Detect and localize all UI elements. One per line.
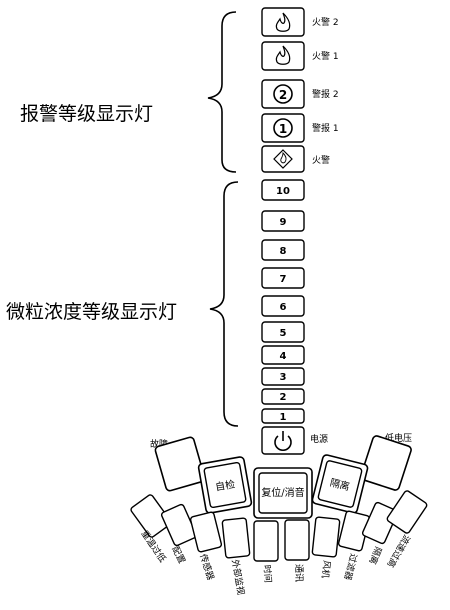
power-icon: [274, 431, 292, 451]
alarm-group-brace: [207, 11, 237, 173]
particle-level-number: 6: [280, 302, 287, 313]
circled-2-glyph: 2: [279, 88, 287, 102]
particle-level-light-1: 1: [261, 408, 305, 424]
alarm-light-label: 火警 1: [312, 50, 339, 62]
circled-2-icon: [273, 84, 293, 104]
bottom-indicator-7: [311, 516, 341, 558]
bottom-label-3: 传感器: [197, 552, 217, 581]
particle-level-light-4: 4: [261, 345, 305, 365]
particle-level-light-5: 5: [261, 321, 305, 343]
power-label: 电源: [310, 433, 328, 445]
bottom-label-4: 外部监视: [229, 558, 247, 596]
flame-icon: [275, 12, 291, 32]
alarm-light-label: 警报 1: [312, 122, 339, 134]
bottom-label-6: 通讯: [293, 564, 304, 582]
particle-level-number: 8: [280, 246, 287, 257]
alarm-level-group-label: 报警等级显示灯: [20, 103, 153, 125]
alarm-light-fire: 火警: [261, 145, 330, 173]
bottom-label-10: 流速过高: [384, 533, 412, 570]
bottom-indicator-4: [221, 517, 251, 559]
self-test-button[interactable]: 自检: [197, 456, 253, 514]
particle-level-number: 5: [280, 328, 287, 339]
circled-1-icon: [273, 118, 293, 138]
bottom-label-5: 时间: [261, 564, 274, 583]
alarm-light-fire-2: 火警 2: [261, 7, 339, 37]
diamond-icon: [273, 149, 293, 169]
particle-level-light-6: 6: [261, 295, 305, 317]
power-light: 电源: [261, 426, 328, 455]
alarm-light-warning-2: 2 警报 2: [261, 79, 339, 109]
particle-group-brace: [209, 181, 239, 427]
particle-level-light-9: 9: [261, 210, 305, 232]
bottom-indicator-3: [189, 511, 223, 553]
bottom-label-8: 过滤器: [342, 552, 360, 581]
bottom-label-9: 隔离: [366, 545, 384, 566]
alarm-light-label: 火警: [312, 154, 330, 166]
alarm-light-warning-1: 1 警报 1: [261, 113, 339, 143]
self-test-label: 自检: [214, 477, 236, 493]
bottom-label-7: 风机: [319, 560, 333, 579]
particle-level-number: 4: [280, 351, 287, 362]
bottom-indicator-5: [253, 520, 279, 562]
bottom-indicator-10: [386, 490, 428, 534]
particle-level-light-7: 7: [261, 267, 305, 289]
particle-level-number: 3: [280, 372, 287, 383]
reset-silence-button[interactable]: 复位/消音: [253, 467, 313, 519]
alarm-light-label: 火警 2: [312, 16, 339, 28]
alarm-light-fire-1: 火警 1: [261, 41, 339, 71]
fault-indicator: [154, 436, 206, 492]
particle-level-number: 9: [280, 217, 287, 228]
particle-level-light-10: 10: [261, 179, 305, 201]
bottom-indicator-9: [361, 501, 399, 545]
particle-level-light-2: 2: [261, 388, 305, 405]
reset-silence-label: 复位/消音: [261, 486, 304, 499]
particle-level-light-8: 8: [261, 239, 305, 261]
low-voltage-indicator: [360, 435, 412, 491]
bottom-indicator-1: [130, 494, 172, 538]
particle-level-light-3: 3: [261, 367, 305, 386]
bottom-indicator-6: [284, 519, 310, 561]
particle-level-group-label: 微粒浓度等级显示灯: [6, 301, 177, 323]
isolate-button[interactable]: 隔离: [311, 454, 369, 514]
particle-level-number: 7: [280, 274, 287, 285]
flame-icon: [275, 45, 291, 65]
circled-1-glyph: 1: [279, 122, 287, 136]
alarm-light-label: 警报 2: [312, 88, 339, 100]
bottom-label-2: 配置: [169, 544, 187, 565]
particle-level-number: 10: [276, 186, 290, 197]
particle-level-number: 1: [280, 412, 287, 423]
particle-level-number: 2: [280, 392, 287, 403]
